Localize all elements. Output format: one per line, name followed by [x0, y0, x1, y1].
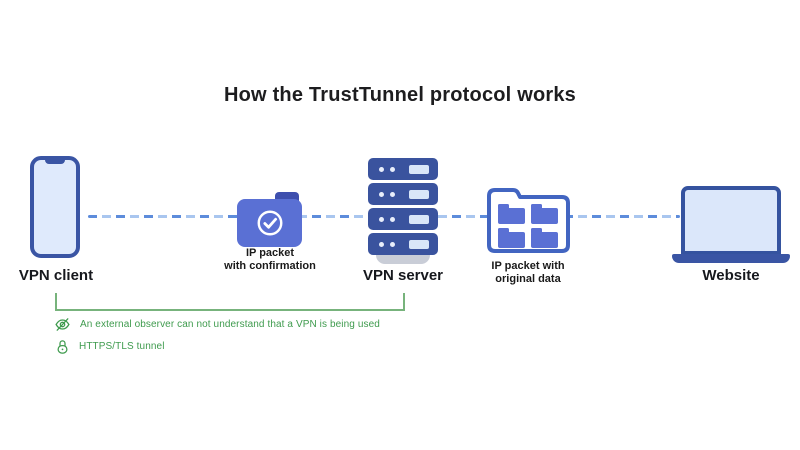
packet-original-line2: original data — [495, 273, 561, 285]
server-led — [379, 216, 384, 222]
tunnel-scope-bracket — [55, 293, 405, 311]
server-slot — [409, 164, 429, 174]
legend-observer: An external observer can not understand … — [54, 316, 380, 333]
packet-confirmation-label: IP packet with confirmation — [202, 247, 338, 273]
laptop-base — [672, 254, 790, 263]
tunnel-note: HTTPS/TLS tunnel — [79, 341, 165, 352]
packet-original-label: IP packet with original data — [468, 260, 588, 286]
lock-icon — [55, 338, 70, 355]
checkmark-icon — [257, 210, 282, 236]
server-led — [390, 191, 395, 197]
server-led — [390, 216, 395, 222]
packet-confirmation-line2: with confirmation — [224, 260, 316, 272]
server-slot — [409, 189, 429, 199]
folder-outline — [487, 188, 570, 253]
server-led — [379, 166, 384, 172]
smartphone-notch — [45, 159, 65, 164]
website-label: Website — [702, 267, 760, 284]
vpn-client-label: VPN client — [18, 267, 94, 284]
folder-body — [237, 199, 302, 247]
folder-check-icon — [237, 192, 302, 247]
packet-original-line1: IP packet with — [491, 260, 565, 272]
server-slot — [409, 239, 429, 249]
server-rack-icon — [368, 158, 438, 264]
server-led — [390, 166, 395, 172]
server-led — [390, 241, 395, 247]
server-led — [379, 241, 384, 247]
smartphone-icon — [30, 156, 80, 258]
page-title: How the TrustTunnel protocol works — [224, 84, 576, 106]
server-slot — [409, 214, 429, 224]
legend-tunnel: HTTPS/TLS tunnel — [55, 338, 165, 355]
server-unit — [368, 208, 438, 230]
vpn-server-label: VPN server — [362, 267, 444, 284]
packet-confirmation-line1: IP packet — [245, 247, 295, 259]
server-unit — [368, 233, 438, 255]
server-unit — [368, 183, 438, 205]
observer-note: An external observer can not understand … — [80, 319, 380, 330]
eye-off-icon — [54, 316, 71, 333]
server-led — [379, 191, 384, 197]
mini-folder — [531, 204, 558, 224]
mini-folder — [498, 204, 525, 224]
mini-folder — [531, 228, 558, 248]
folder-packets-icon — [484, 182, 572, 261]
mini-folder — [498, 228, 525, 248]
server-unit — [368, 158, 438, 180]
laptop-icon — [681, 186, 781, 255]
